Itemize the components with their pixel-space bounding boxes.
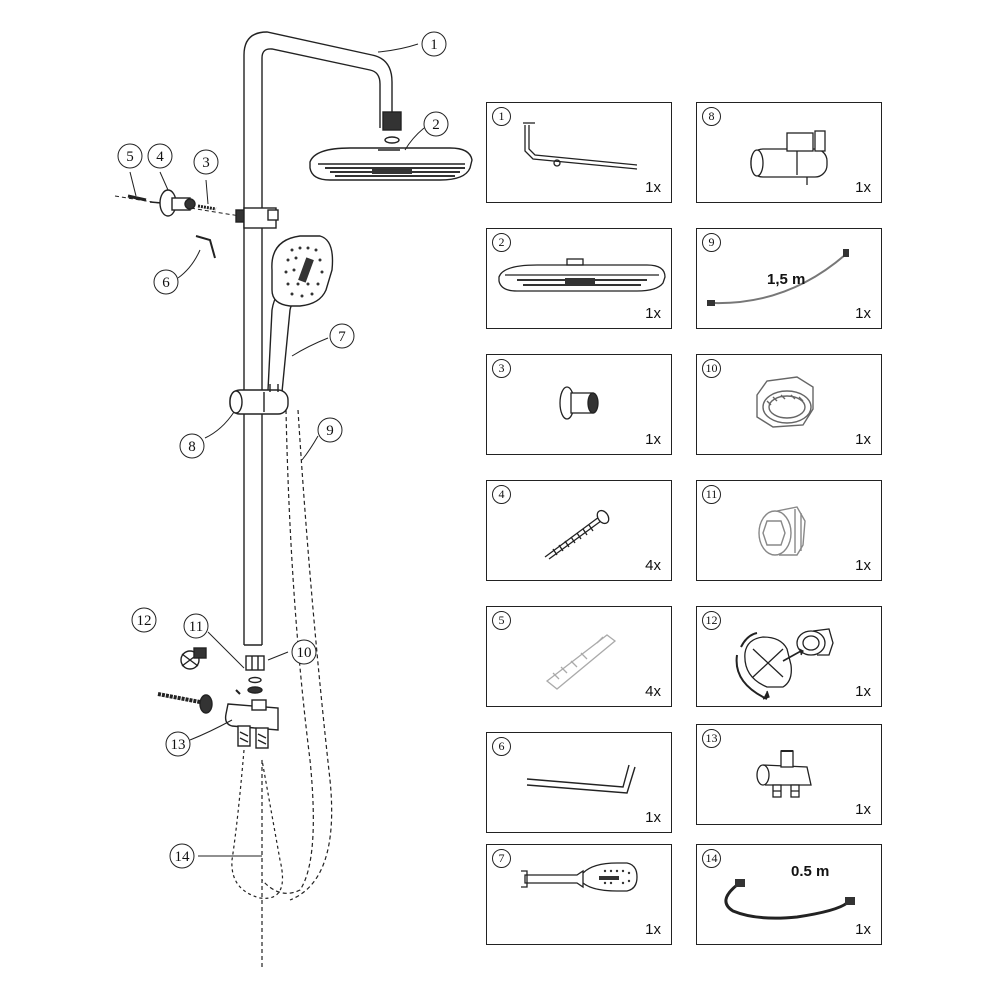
part-number: 3 bbox=[492, 359, 511, 378]
part-card-3: 3 1x bbox=[486, 354, 672, 455]
part-card-1: 1 1x bbox=[486, 102, 672, 203]
callout-11: 11 bbox=[189, 619, 203, 635]
wall-bracket-icon bbox=[559, 386, 599, 420]
wall-plug-icon bbox=[545, 634, 617, 690]
adapter-part bbox=[180, 647, 207, 670]
connection-hose-icon bbox=[724, 879, 855, 920]
assembly-diagram: 1 2 3 4 5 6 7 8 9 10 11 12 13 14 bbox=[114, 31, 473, 970]
adapter-icon bbox=[735, 628, 834, 700]
screw-icon bbox=[544, 509, 610, 560]
connection-hose bbox=[231, 749, 284, 899]
part-card-7: 7 1x bbox=[486, 844, 672, 945]
callout-14: 14 bbox=[175, 849, 191, 865]
callout-9: 9 bbox=[326, 423, 334, 439]
callout-13: 13 bbox=[171, 737, 186, 753]
part-number: 4 bbox=[492, 485, 511, 504]
part-number: 13 bbox=[702, 729, 721, 748]
overhead-shower-icon bbox=[498, 258, 666, 292]
seal-icon bbox=[758, 506, 806, 556]
callout-1: 1 bbox=[430, 37, 438, 53]
part-number: 6 bbox=[492, 737, 511, 756]
callout-4: 4 bbox=[156, 149, 164, 165]
part-quantity: 1x bbox=[645, 179, 661, 196]
callout-10: 10 bbox=[297, 645, 312, 661]
part-quantity: 1x bbox=[645, 305, 661, 322]
shower-hose-icon bbox=[707, 249, 849, 306]
slider-icon bbox=[750, 130, 828, 185]
part-card-8: 8 1x bbox=[696, 102, 882, 203]
part-quantity: 1x bbox=[855, 431, 871, 448]
slider-holder bbox=[229, 384, 289, 415]
part-quantity: 4x bbox=[645, 683, 661, 700]
part-quantity: 4x bbox=[645, 557, 661, 574]
part-card-5: 5 4x bbox=[486, 606, 672, 707]
callout-2: 2 bbox=[432, 117, 440, 133]
part-card-9: 1,5 m 9 1x bbox=[696, 228, 882, 329]
allen-key-icon bbox=[526, 764, 636, 794]
part-number: 12 bbox=[702, 611, 721, 630]
overhead-shower-head bbox=[309, 147, 473, 181]
diverter-valve bbox=[157, 689, 279, 749]
diverter-icon bbox=[756, 750, 812, 798]
part-card-10: 10 1x bbox=[696, 354, 882, 455]
riser-pipe bbox=[243, 31, 393, 645]
callout-5: 5 bbox=[126, 149, 134, 165]
hand-shower bbox=[267, 235, 334, 393]
callout-3: 3 bbox=[202, 155, 210, 171]
part-number: 11 bbox=[702, 485, 721, 504]
part-quantity: 1x bbox=[855, 683, 871, 700]
nut-icon bbox=[756, 376, 814, 428]
part-quantity: 1x bbox=[645, 921, 661, 938]
part-card-11: 11 1x bbox=[696, 480, 882, 581]
part-number: 8 bbox=[702, 107, 721, 126]
part-card-12: 12 1x bbox=[696, 606, 882, 707]
part-quantity: 1x bbox=[645, 431, 661, 448]
shower-hose bbox=[261, 409, 314, 894]
part-quantity: 1x bbox=[855, 557, 871, 574]
callout-7: 7 bbox=[338, 329, 346, 345]
part-number: 7 bbox=[492, 849, 511, 868]
callout-12: 12 bbox=[137, 613, 152, 629]
part-quantity: 1x bbox=[645, 809, 661, 826]
hand-shower-icon bbox=[521, 862, 638, 892]
part-quantity: 1x bbox=[855, 801, 871, 818]
part-card-13: 13 1x bbox=[696, 724, 882, 825]
part-number: 10 bbox=[702, 359, 721, 378]
part-quantity: 1x bbox=[855, 179, 871, 196]
callout-6: 6 bbox=[162, 275, 170, 291]
part-card-14: 0.5 m 14 1x bbox=[696, 844, 882, 945]
part-quantity: 1x bbox=[855, 921, 871, 938]
part-quantity: 1x bbox=[855, 305, 871, 322]
hose-length-label: 0.5 m bbox=[791, 863, 830, 880]
part-card-4: 4 4x bbox=[486, 480, 672, 581]
part-number: 14 bbox=[702, 849, 721, 868]
part-card-6: 6 1x bbox=[486, 732, 672, 833]
shower-arm-icon bbox=[523, 122, 638, 170]
hose-length-label: 1,5 m bbox=[767, 271, 806, 288]
part-number: 1 bbox=[492, 107, 511, 126]
part-number: 5 bbox=[492, 611, 511, 630]
callout-8: 8 bbox=[188, 439, 196, 455]
part-number: 2 bbox=[492, 233, 511, 252]
part-card-2: 2 1x bbox=[486, 228, 672, 329]
part-number: 9 bbox=[702, 233, 721, 252]
